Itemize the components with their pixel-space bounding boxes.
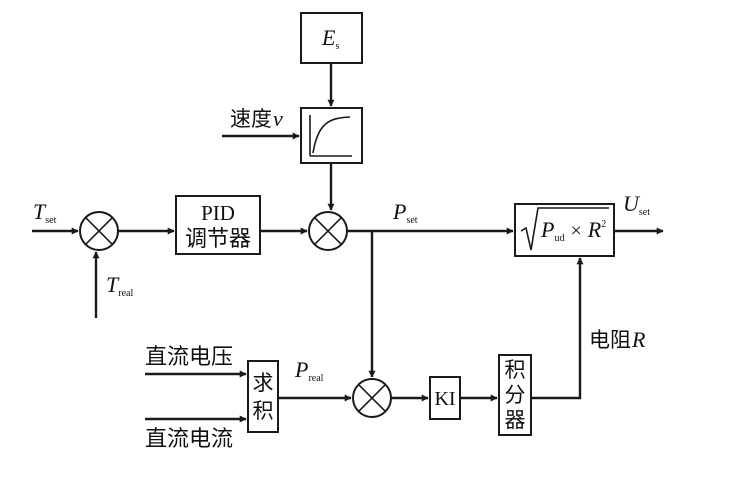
integrator-line2: 分: [505, 383, 526, 407]
pid-line1: PID: [201, 201, 235, 225]
dc-current-label: 直流电流: [145, 427, 233, 452]
p-real-label: Preal: [294, 357, 324, 384]
sqrt-block: Pud×R2: [514, 203, 615, 257]
curve-graph-icon: [309, 115, 352, 157]
resistance-label: 电阻R: [589, 327, 646, 352]
integrator-block: 积 分 器: [498, 354, 532, 436]
signal-wires: [32, 63, 664, 423]
speed-curve-block: [300, 107, 363, 164]
integrator-line1: 积: [505, 358, 526, 382]
es-block-label: Es: [321, 25, 339, 52]
pid-line2: 调节器: [185, 227, 251, 252]
t-real-label: Treal: [106, 272, 133, 299]
multiplier-block: 求 积: [247, 360, 279, 433]
summing-junction-3: [352, 378, 392, 418]
sqrt-expression: Pud×R2: [540, 217, 606, 244]
es-block: Es: [300, 12, 363, 64]
multiplier-line1: 求: [253, 371, 274, 395]
p-set-label: Pset: [392, 199, 418, 226]
speed-label: 速度v: [230, 106, 283, 131]
integrator-line3: 器: [505, 408, 526, 432]
dc-voltage-label: 直流电压: [145, 345, 233, 370]
summing-junction-2: [308, 211, 348, 251]
t-set-label: Tset: [33, 199, 57, 226]
summing-junction-1: [79, 211, 119, 251]
u-set-label: Uset: [623, 191, 650, 218]
ki-block: KI: [429, 376, 461, 420]
pid-controller-block: PID 调节器: [175, 195, 261, 255]
ki-label: KI: [434, 388, 455, 410]
multiplier-line2: 积: [253, 399, 274, 423]
